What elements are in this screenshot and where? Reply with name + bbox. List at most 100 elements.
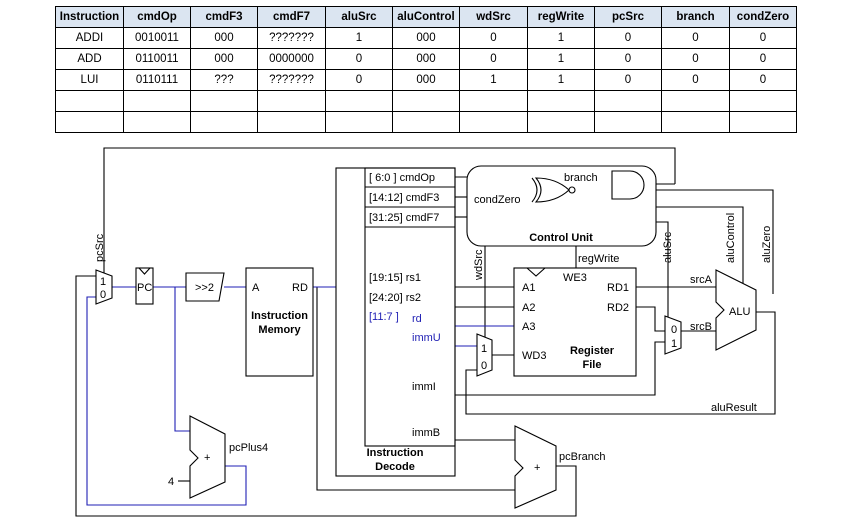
pc-mux	[95, 269, 113, 305]
decode-field-lines	[365, 186, 455, 228]
immb-label: immB	[412, 427, 440, 439]
table-cell	[729, 111, 797, 133]
branch-label: branch	[564, 172, 598, 184]
aluresult-label: aluResult	[711, 402, 757, 414]
table-cell	[459, 90, 528, 112]
col-header-alucontrol: aluControl	[392, 6, 460, 28]
wire-pc-to-branch	[316, 287, 515, 491]
table-cell: 000	[392, 48, 460, 70]
control-unit-name: Control Unit	[529, 232, 593, 244]
imem-name-1: Instruction	[251, 310, 308, 322]
field-rd-range: [11:7 ]	[369, 311, 399, 323]
wire-pcsrc	[103, 147, 676, 281]
table-cell	[527, 111, 595, 133]
field-rs2: [24:20] rs2	[369, 292, 421, 304]
regfile-name-2: File	[583, 359, 602, 371]
srcb-label: srcB	[690, 321, 712, 333]
col-header-alusrc: aluSrc	[325, 6, 393, 28]
pcbranch-adder	[514, 425, 557, 509]
table-cell	[257, 90, 326, 112]
alucontrol-label: aluControl	[725, 213, 737, 263]
immu-label: immU	[412, 332, 441, 344]
col-header-cmdf3: cmdF3	[190, 6, 258, 28]
field-cmdop: [ 6:0 ] cmdOp	[369, 172, 435, 184]
table-cell: 0	[594, 27, 662, 49]
and-gate-icon	[611, 170, 645, 200]
shift-block	[185, 272, 225, 302]
wd-mux	[476, 333, 493, 377]
table-row	[55, 111, 797, 133]
imem-in-label: A	[252, 282, 260, 294]
decode-name-2: Decode	[375, 461, 415, 473]
table-cell: 0	[325, 48, 393, 70]
immi-label: immI	[412, 381, 436, 393]
regfile-name-1: Register	[570, 345, 615, 357]
wdsrc-label: wdSrc	[473, 249, 485, 281]
wire-alucontrol	[656, 206, 744, 294]
table-cell: 000	[190, 27, 258, 49]
condzero-label: condZero	[474, 194, 520, 206]
register-file	[513, 267, 637, 377]
wd-mux-in1: 1	[481, 343, 487, 355]
xnor-gate-back-icon	[531, 177, 538, 203]
control-unit	[466, 165, 657, 247]
pcplus4-adder	[189, 415, 226, 499]
table-header-row: Instruction cmdOp cmdF3 cmdF7 aluSrc alu…	[55, 6, 797, 28]
table-cell	[661, 90, 730, 112]
table-cell: 0110011	[123, 48, 191, 70]
pc-mux-in1: 1	[100, 276, 106, 288]
control-truth-table: Instruction cmdOp cmdF3 cmdF7 aluSrc alu…	[55, 6, 797, 133]
rd2-label: RD2	[607, 302, 629, 314]
alu-name: ALU	[729, 306, 750, 318]
table-cell	[325, 90, 393, 112]
pcbranch-label: pcBranch	[559, 451, 605, 463]
a2-label: A2	[522, 302, 535, 314]
wire-pc-to-adder	[174, 287, 190, 432]
table-cell: 1	[527, 69, 595, 91]
rd1-label: RD1	[607, 282, 629, 294]
pcsrc-label: pcSrc	[94, 233, 106, 262]
instruction-memory	[245, 267, 314, 377]
a3-label: A3	[522, 321, 535, 333]
a1-label: A1	[522, 282, 535, 294]
table-cell	[123, 90, 191, 112]
const-4-label: 4	[168, 476, 174, 488]
instruction-decode	[335, 167, 456, 477]
regwrite-label: regWrite	[578, 253, 619, 265]
table-cell	[392, 111, 460, 133]
pc-mux-in0: 0	[100, 289, 106, 301]
col-header-condzero: condZero	[729, 6, 797, 28]
col-header-instruction: Instruction	[55, 6, 124, 28]
regfile-clock-icon	[526, 267, 546, 277]
pc-register	[135, 267, 154, 305]
xnor-gate-icon	[534, 177, 570, 203]
srcb-mux-in0: 0	[671, 324, 677, 336]
table-cell: 0010011	[123, 27, 191, 49]
aluzero-label: aluZero	[761, 226, 773, 263]
we3-label: WE3	[563, 272, 587, 284]
table-cell	[661, 111, 730, 133]
table-cell	[190, 111, 258, 133]
col-header-branch: branch	[661, 6, 730, 28]
wire-aluresult	[465, 311, 776, 415]
adderb-plus: +	[534, 462, 540, 474]
alusrc-label: aluSrc	[662, 231, 674, 263]
wire-aluzero	[656, 189, 774, 294]
wire-pcplus4	[86, 296, 247, 506]
imem-out-label: RD	[292, 282, 308, 294]
table-cell: ???????	[257, 27, 326, 49]
col-header-cmdop: cmdOp	[123, 6, 191, 28]
col-header-pcsrc: pcSrc	[594, 6, 662, 28]
srcb-mux	[664, 315, 682, 355]
wire-immi	[365, 341, 665, 396]
table-cell: ???	[190, 69, 258, 91]
table-cell	[55, 90, 124, 112]
adder4-plus: +	[204, 452, 210, 464]
wd3-label: WD3	[522, 350, 546, 362]
wd-mux-in0: 0	[481, 360, 487, 372]
pc-label: PC	[137, 282, 152, 294]
